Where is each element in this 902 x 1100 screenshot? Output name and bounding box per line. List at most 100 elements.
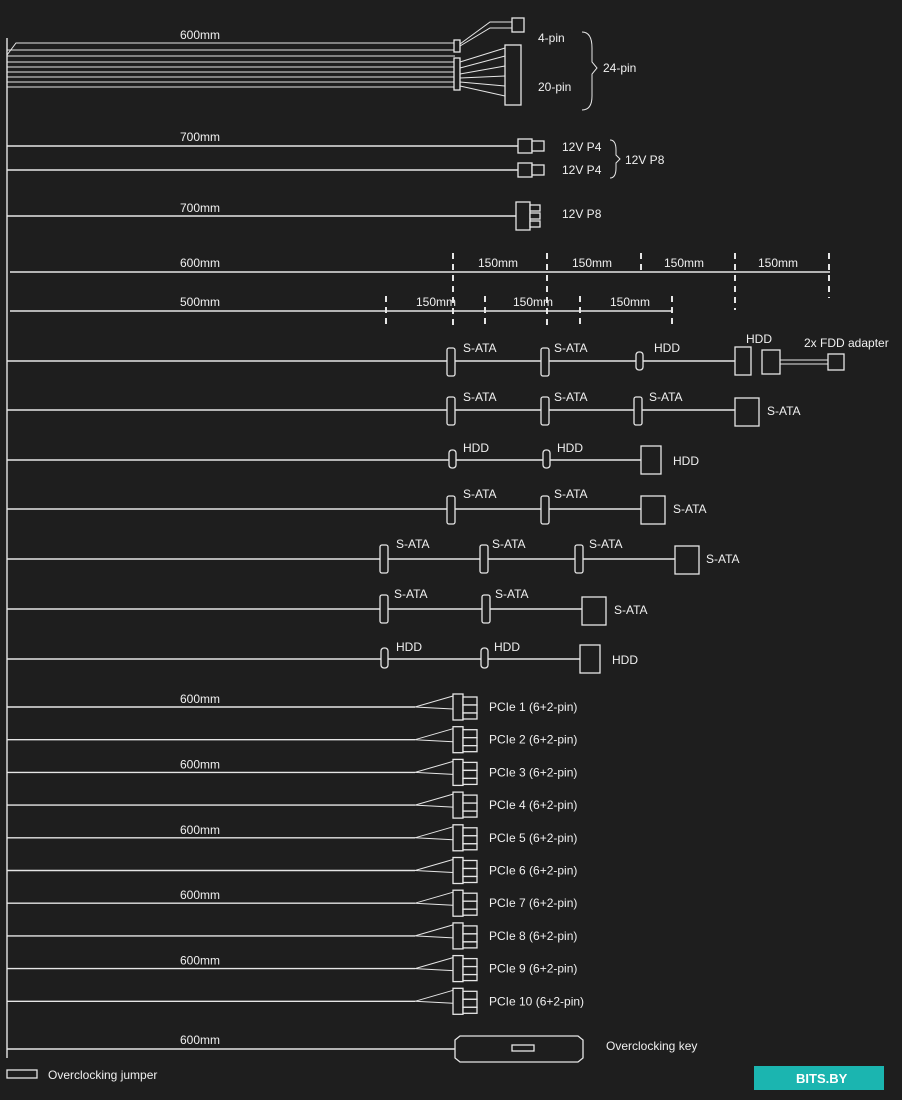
periph-row-5: S-ATA S-ATA S-ATA S-ATA <box>7 537 740 575</box>
measure1-length: 600mm <box>180 256 220 270</box>
pcie-2pin-connector <box>462 827 478 837</box>
pcie-6pin-connector <box>452 889 464 917</box>
measure2-length: 500mm <box>180 295 220 309</box>
pcie-label: PCIe 3 (6+2-pin) <box>489 765 577 779</box>
pcie-label: PCIe 7 (6+2-pin) <box>489 896 577 910</box>
atx-4pin-label: 4-pin <box>538 31 565 45</box>
molex-end-connector <box>640 445 662 475</box>
pcie-label: PCIe 8 (6+2-pin) <box>489 929 577 943</box>
cpu-p4a-label: 12V P4 <box>562 140 602 154</box>
pcie-2pin-connector <box>462 859 478 870</box>
atx-20pin-connector <box>504 44 522 106</box>
pcie-label: PCIe 10 (6+2-pin) <box>489 994 584 1008</box>
pcie-2pin-connector <box>462 925 478 935</box>
pcie-6pin-connector <box>452 954 464 983</box>
pcie-length: 600mm <box>180 692 220 706</box>
periph-row-1: S-ATA S-ATA HDD HDD 2x FDD adapter <box>7 332 889 377</box>
measure1-seg-2: 150mm <box>572 256 612 270</box>
pcie-cable-1: PCIe 1 (6+2-pin)600mm <box>7 692 577 721</box>
cpu-p4b-label: 12V P4 <box>562 163 602 177</box>
pcie-length: 600mm <box>180 757 220 771</box>
periph-label: S-ATA <box>396 537 430 551</box>
sata-end-connector <box>640 495 666 525</box>
measure2-seg-1: 150mm <box>416 295 456 309</box>
watermark-badge: BITS.BY <box>754 1066 884 1090</box>
molex-connector <box>380 647 389 669</box>
periph-row-7: HDD HDD HDD <box>7 640 638 674</box>
periph-label: S-ATA <box>492 537 526 551</box>
periph-label: S-ATA <box>463 390 497 404</box>
oc-jumper-icon <box>6 1069 38 1079</box>
pcie-2pin-connector <box>462 729 478 739</box>
pcie-6pin-connector <box>452 758 464 787</box>
oc-key-length: 600mm <box>180 1033 220 1047</box>
cpu-p4b-connector <box>517 162 533 178</box>
oc-jumper: Overclocking jumper <box>6 1068 157 1082</box>
sata-connector <box>540 396 550 426</box>
periph-label: HDD <box>673 454 699 468</box>
pcie-cable-2: PCIe 2 (6+2-pin) <box>7 726 577 754</box>
molex-connector <box>480 647 489 669</box>
sata-connector <box>540 347 550 377</box>
pcie-cable-3: PCIe 3 (6+2-pin) 600mm <box>7 757 577 787</box>
pcie-2pin-connector <box>462 892 478 902</box>
periph-row-3: HDD HDD HDD <box>7 441 699 475</box>
periph-label: S-ATA <box>554 487 588 501</box>
cpu2-p8-connector <box>515 201 531 231</box>
pcie-2pin-connector <box>462 794 478 804</box>
pcie-label: PCIe 4 (6+2-pin) <box>489 798 577 812</box>
measure-row-2: 500mm 150mm 150mm 150mm <box>10 295 673 328</box>
periph-label: S-ATA <box>649 390 683 404</box>
cpu-cable-1: 700mm 12V P4 12V P4 12V P8 <box>7 130 665 179</box>
sata-end-connector <box>581 596 607 626</box>
measure-row-1: 600mm 150mm 150mm 150mm 150mm <box>10 253 830 328</box>
sata-connector <box>446 347 456 377</box>
pcie-2pin-connector <box>462 957 478 968</box>
sata-connector <box>574 544 584 574</box>
periph-label: HDD <box>396 640 422 654</box>
cpu-cable-2: 700mm 12V P8 <box>7 201 602 231</box>
atx-20pin-sleeve <box>453 57 461 91</box>
sata-connector <box>633 396 643 426</box>
pcie-length: 600mm <box>180 888 220 902</box>
atx-20pin-label: 20-pin <box>538 80 571 94</box>
cpu2-p8-label: 12V P8 <box>562 207 602 221</box>
periph-label: HDD <box>746 332 772 346</box>
pcie-6pin-connector <box>452 726 464 754</box>
sata-connector <box>379 594 389 624</box>
sata-connector <box>479 544 489 574</box>
molex-connector <box>542 449 551 469</box>
fdd-adapter-label: 2x FDD adapter <box>804 336 889 350</box>
pcie-label: PCIe 6 (6+2-pin) <box>489 864 577 878</box>
molex-end-connector <box>734 346 752 376</box>
atx-24pin-cable: 600mm 4-pin 20-pin 24-pin <box>6 17 636 111</box>
atx-4pin-connector <box>511 17 525 33</box>
molex-connector <box>635 351 644 371</box>
periph-label: S-ATA <box>554 390 588 404</box>
cpu-p8-label: 12V P8 <box>625 153 665 167</box>
periph-label: S-ATA <box>767 404 801 418</box>
periph-label: HDD <box>463 441 489 455</box>
periph-label: S-ATA <box>614 603 648 617</box>
cpu-p4a-connector <box>517 138 533 154</box>
cpu-brace <box>609 139 621 179</box>
sata-connector <box>446 396 456 426</box>
atx-length: 600mm <box>180 28 220 42</box>
pcie-cable-5: PCIe 5 (6+2-pin)600mm <box>7 823 577 852</box>
periph-label: HDD <box>612 653 638 667</box>
oc-key-label: Overclocking key <box>606 1039 697 1053</box>
measure1-seg-3: 150mm <box>664 256 704 270</box>
pcie-label: PCIe 5 (6+2-pin) <box>489 831 577 845</box>
periph-label: HDD <box>654 341 680 355</box>
sata-connector <box>540 495 550 525</box>
fdd-adapter-body <box>761 349 781 375</box>
periph-label: S-ATA <box>495 587 529 601</box>
sata-connector <box>481 594 491 624</box>
periph-label: HDD <box>557 441 583 455</box>
periph-label: HDD <box>494 640 520 654</box>
measure1-seg-4: 150mm <box>758 256 798 270</box>
periph-row-6: S-ATA S-ATA S-ATA <box>7 587 648 626</box>
periph-label: S-ATA <box>673 502 707 516</box>
periph-row-4: S-ATA S-ATA S-ATA <box>7 487 707 525</box>
